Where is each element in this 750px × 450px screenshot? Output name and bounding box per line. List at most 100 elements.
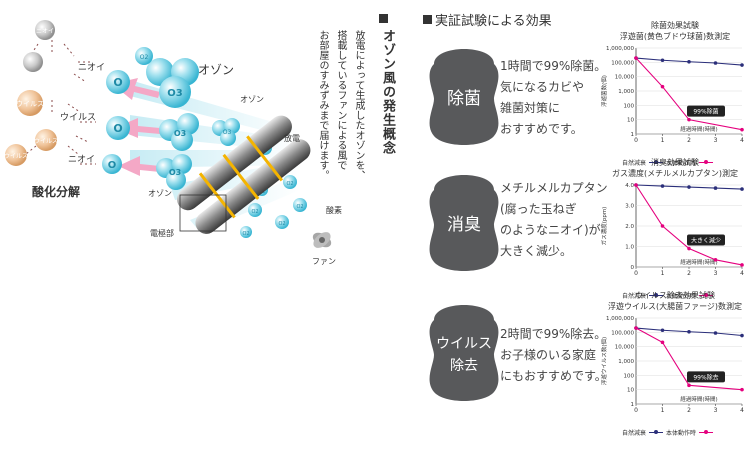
x-tick-label: 1 [661,137,665,144]
svg-text:O2: O2 [251,209,258,215]
chart-1-subtitle: 浮遊菌(黄色ブドウ球菌)数測定 [619,32,731,41]
y-tick-label: 1.0 [625,245,634,251]
x-axis-label: 経過時間(時間) [680,125,717,133]
feature-desc-deodorize: メチルメルカプタン(腐った玉ねぎのようなニオイ)が大きく減少。 [500,181,608,258]
data-point [740,387,744,392]
chart-3-title: ウイルス除去効果試験 [635,291,715,300]
callout: 99%除菌 [687,105,725,117]
x-tick-label: 2 [687,137,691,144]
svg-text:O: O [113,76,122,89]
svg-text:O2: O2 [286,181,293,187]
callout-box [687,105,725,117]
badge-sterilize: 除菌 [429,49,499,145]
svg-text:O2: O2 [278,221,285,227]
svg-text:消臭: 消臭 [447,215,481,235]
x-tick-label: 0 [634,137,638,144]
data-point [713,186,718,190]
y-tick-label: 1,000 [618,89,634,95]
svg-text:O2: O2 [296,204,303,210]
callout-text: 99%除去 [693,373,718,381]
svg-text:除去: 除去 [450,358,478,374]
y-tick-label: 100,000 [611,330,634,336]
effects-heading: 実証試験による効果 [423,10,552,29]
electrode-label: 電極部 [150,228,174,238]
data-point [740,187,744,191]
x-tick-label: 3 [714,407,718,414]
data-point [660,340,665,345]
y-tick-label: 3.0 [625,204,634,210]
badge-virus: ウイルス 除去 [429,305,499,401]
data-point [687,329,691,334]
x-tick-label: 4 [740,407,744,414]
data-point [687,246,691,251]
feature-desc-sterilize: 1時間で99%除菌。気になるカビや雑菌対策におすすめです。 [500,59,607,136]
x-tick-label: 1 [661,407,665,414]
svg-text:O3: O3 [169,168,181,177]
data-point [713,258,718,262]
data-point [687,59,691,64]
svg-text:O3: O3 [174,129,186,138]
y-tick-label: 10,000 [615,75,635,81]
feature-desc-virus: 2時間で99%除去。お子様のいる家庭にもおすすめです。 [500,327,607,383]
x-tick-label: 2 [687,270,691,277]
svg-text:ウイルス: ウイルス [34,137,58,145]
gray-sphere-1: ニオイ [35,20,55,40]
callout-box [687,371,725,383]
svg-text:O3: O3 [167,88,183,99]
y-axis-label: ガス濃度(ppm) [600,207,608,246]
svg-text:ウイルス: ウイルス [4,152,28,160]
data-point [634,56,638,60]
y-axis-label: 浮遊菌数(個) [600,75,608,107]
svg-text:O2: O2 [242,231,249,237]
o-molecule-1: O [106,70,130,94]
chart-2-legend: 自然減衰 本体動作時 [622,291,750,300]
heading-square-icon [423,15,432,24]
o-molecule-3: O [102,154,122,174]
data-point [634,326,638,330]
o3-cluster-small-1: O2 [135,47,153,65]
y-tick-label: 10 [627,118,634,124]
fan-icon [312,232,332,248]
virus-sphere-2: ウイルス [34,129,58,151]
smell-label-2: ニオイ [68,154,95,165]
data-point [687,383,691,388]
y-tick-label: 1,000 [618,359,634,365]
data-point [740,263,744,267]
oxidation-label: 酸化分解 [32,184,80,199]
y-tick-label: 1 [631,132,635,138]
data-point [687,117,691,122]
x-tick-label: 1 [661,270,665,277]
x-tick-label: 0 [634,407,638,414]
y-tick-label: 10 [627,388,634,394]
svg-text:ウイルス: ウイルス [16,100,44,108]
x-axis-label: 経過時間(時間) [680,258,717,266]
x-tick-label: 0 [634,270,638,277]
data-point [660,328,665,333]
callout-text: 99%除菌 [693,108,718,116]
ozone-big-label: オゾン [198,63,234,77]
svg-text:ニオイ: ニオイ [36,28,54,35]
virus-sphere-3: ウイルス [4,144,28,166]
y-tick-label: 100 [624,373,635,379]
x-tick-label: 4 [740,270,744,277]
concept-body: 放電によって生成したオゾンを、 搭載しているファンによる風で お部屋のすみずみま… [317,30,364,180]
y-tick-label: 100 [624,103,635,109]
series-line-2 [635,184,743,266]
data-point [660,184,665,188]
x-tick-label: 3 [714,137,718,144]
concept-heading: オゾン風の発生概念 [378,10,397,155]
callout-box [687,234,725,246]
data-point [660,58,665,63]
series-line-2 [635,57,743,131]
svg-text:ウイルス: ウイルス [436,336,492,352]
callout-text: 大きく減少 [691,237,721,245]
o3-cluster-3: O3 [156,154,192,190]
y-axis-label: 浮遊ウイルス数(個) [600,337,608,385]
data-point [740,333,744,338]
data-point [660,224,665,228]
